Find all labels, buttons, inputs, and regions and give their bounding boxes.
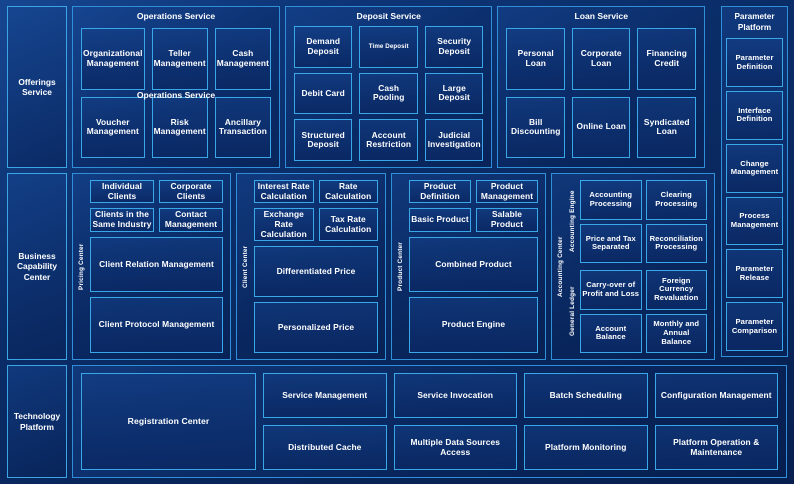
vlabel-accounting-center: Accounting Center (556, 236, 564, 297)
tile-judicial-investigation[interactable]: Judicial Investigation (424, 119, 484, 161)
group-title-deposit-service: Deposit Service (356, 11, 421, 21)
row-technology-platform: Technology Platform Registration Center … (7, 365, 787, 478)
tile-platform-monitoring[interactable]: Platform Monitoring (524, 425, 648, 470)
tile-security-deposit[interactable]: Security Deposit (424, 26, 484, 68)
tile-teller-management[interactable]: Teller Management (151, 28, 208, 90)
tile-configuration-management[interactable]: Configuration Management (654, 373, 778, 418)
tile-parameter-release[interactable]: Parameter Release (726, 249, 783, 299)
group-title-operations-service: Operations Service (136, 11, 216, 21)
tile-account-restriction[interactable]: Account Restriction (359, 119, 418, 161)
tile-financing-credit[interactable]: Financing Credit (637, 28, 696, 90)
tile-registration-center[interactable]: Registration Center (81, 373, 256, 470)
spine-label-technology-platform: Technology Platform (7, 365, 67, 478)
tile-voucher-management[interactable]: Voucher Management (81, 96, 145, 158)
tile-basic-product[interactable]: Basic Product (409, 208, 471, 232)
tile-grid-loan-service: Personal Loan Corporate Loan Financing C… (498, 24, 704, 167)
tile-cash-management[interactable]: Cash Management (214, 28, 271, 90)
tech-column-1: Service Management Distributed Cache (263, 373, 387, 470)
group-accounting-center: Accounting Center Accounting Engine Acco… (551, 173, 715, 360)
tile-rate-calculation[interactable]: Rate Calculation (318, 180, 378, 204)
tile-multiple-data-sources-access[interactable]: Multiple Data Sources Access (393, 425, 517, 470)
tile-personalized-price[interactable]: Personalized Price (254, 302, 378, 353)
tile-combined-product[interactable]: Combined Product (409, 236, 538, 293)
tile-bill-discounting[interactable]: Bill Discounting (506, 96, 565, 158)
group-deposit-service: Deposit Service Demand Deposit Time Depo… (284, 6, 493, 168)
tile-large-deposit[interactable]: Large Deposit (424, 72, 484, 115)
tile-contact-management[interactable]: Contact Management (159, 208, 223, 232)
tile-product-definition[interactable]: Product Definition (409, 180, 471, 204)
tile-grid-deposit-service: Demand Deposit Time Deposit Security Dep… (286, 24, 492, 167)
group-technology-platform: Registration Center Service Management D… (72, 365, 787, 478)
tile-clearing-processing[interactable]: Clearing Processing (645, 180, 707, 220)
tile-distributed-cache[interactable]: Distributed Cache (263, 425, 387, 470)
tile-syndicated-loan[interactable]: Syndicated Loan (637, 96, 696, 158)
tile-tax-rate-calculation[interactable]: Tax Rate Calculation (318, 208, 378, 242)
vlabel-general-ledger: General Ledger (568, 286, 576, 337)
tile-corporate-loan[interactable]: Corporate Loan (571, 28, 631, 90)
tech-column-3: Batch Scheduling Platform Monitoring (524, 373, 648, 470)
tile-debit-card[interactable]: Debit Card (293, 72, 353, 115)
group-parameter-platform: Parameter Platform Parameter Definition … (721, 6, 788, 357)
group-client-center: Client Center Interest Rate Calculation … (236, 173, 386, 360)
tile-price-and-tax-separated[interactable]: Price and Tax Separated (580, 223, 642, 263)
tile-foreign-currency-revaluation[interactable]: Foreign Currency Revaluation (645, 270, 707, 310)
group-title-loan-service: Loan Service (574, 11, 628, 21)
group-product-center: Product Center Product Definition Produc… (391, 173, 546, 360)
vlabel-accounting-engine: Accounting Engine (568, 190, 576, 253)
tile-product-management[interactable]: Product Management (476, 180, 538, 204)
tile-structured-deposit[interactable]: Structured Deposit (293, 119, 353, 161)
tile-carry-over-of-profit-and-loss[interactable]: Carry-over of Profit and Loss (580, 270, 642, 310)
group-loan-service: Loan Service Personal Loan Corporate Loa… (497, 6, 705, 168)
tile-service-invocation[interactable]: Service Invocation (393, 373, 517, 418)
tile-platform-operation-and-maintenance[interactable]: Platform Operation & Maintenance (654, 425, 778, 470)
tech-column-2: Service Invocation Multiple Data Sources… (393, 373, 517, 470)
spine-label-offerings-service: Offerings Service (7, 6, 67, 168)
group-title-parameter-platform: Parameter Platform (734, 12, 775, 32)
tile-corporate-clients[interactable]: Corporate Clients (159, 180, 223, 204)
tile-organizational-management[interactable]: Organizational Management (81, 28, 145, 90)
tile-service-management[interactable]: Service Management (263, 373, 387, 418)
tile-interest-rate-calculation[interactable]: Interest Rate Calculation (254, 180, 314, 204)
tile-time-deposit[interactable]: Time Deposit (359, 26, 418, 68)
vlabel-product-center: Product Center (396, 242, 404, 291)
tile-risk-management[interactable]: Risk Management (151, 96, 208, 158)
tile-ancillary-transaction[interactable]: Ancillary Transaction (214, 96, 271, 158)
tile-differentiated-price[interactable]: Differentiated Price (254, 246, 378, 298)
tile-accounting-processing[interactable]: Accounting Processing (580, 180, 642, 220)
tile-change-management[interactable]: Change Management (726, 143, 783, 193)
tile-interface-definition[interactable]: Interface Definition (726, 91, 783, 140)
tile-product-engine[interactable]: Product Engine (409, 297, 538, 354)
vlabel-client-center: Client Center (241, 245, 249, 288)
subgroup-general-ledger: General Ledger Carry-over of Profit and … (567, 268, 711, 355)
tile-process-management[interactable]: Process Management (726, 196, 783, 246)
group-pricing-center: Pricing Center Individual Clients Corpor… (72, 173, 231, 360)
tile-personal-loan[interactable]: Personal Loan (506, 28, 565, 90)
vlabel-pricing-center: Pricing Center (77, 243, 85, 290)
tile-salable-product[interactable]: Salable Product (476, 208, 538, 232)
group-operations-service: Operations Service Operations Service Or… (72, 6, 280, 168)
tile-monthly-and-annual-balance[interactable]: Monthly and Annual Balance (645, 313, 707, 353)
tile-cash-pooling[interactable]: Cash Pooling (359, 72, 418, 115)
tile-demand-deposit[interactable]: Demand Deposit (293, 26, 353, 68)
row-offerings-service: Offerings Service Operations Service Ope… (7, 6, 787, 168)
tile-individual-clients[interactable]: Individual Clients (90, 180, 154, 204)
tile-reconciliation-processing[interactable]: Reconciliation Processing (645, 223, 707, 263)
tile-client-relation-management[interactable]: Client Relation Management (90, 236, 223, 293)
tech-column-4: Configuration Management Platform Operat… (654, 373, 778, 470)
tile-parameter-comparison[interactable]: Parameter Comparison (726, 302, 783, 351)
tile-exchange-rate-calculation[interactable]: Exchange Rate Calculation (254, 208, 314, 242)
tile-grid-operations-service: Organizational Management Teller Managem… (73, 24, 279, 167)
row-business-capability-center: Business Capability Center Pricing Cente… (7, 173, 787, 360)
subgroup-accounting-engine: Accounting Engine Accounting Processing … (567, 178, 711, 265)
tile-online-loan[interactable]: Online Loan (571, 96, 631, 158)
tile-client-protocol-management[interactable]: Client Protocol Management (90, 297, 223, 354)
tile-parameter-definition[interactable]: Parameter Definition (726, 38, 783, 88)
tile-account-balance[interactable]: Account Balance (580, 313, 642, 353)
tile-clients-in-the-same-industry[interactable]: Clients in the Same Industry (90, 208, 154, 232)
spine-label-business-capability-center: Business Capability Center (7, 173, 67, 360)
tile-batch-scheduling[interactable]: Batch Scheduling (524, 373, 648, 418)
